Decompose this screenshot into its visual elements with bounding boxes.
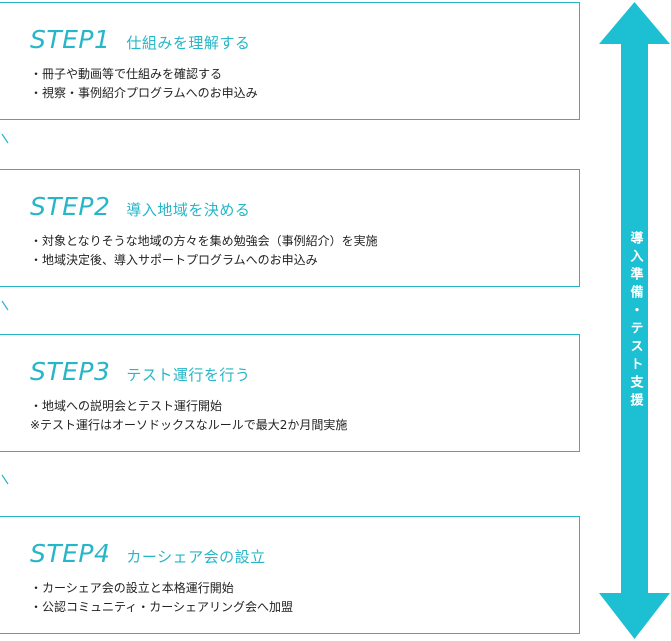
step-description: ・対象となりそうな地域の方々を集め勉強会（事例紹介）を実施 ・地域決定後、導入サ… [30, 232, 378, 270]
step-number: STEP4 [30, 539, 111, 568]
step-line: ・地域への説明会とテスト運行開始 [30, 399, 223, 413]
step-description: ・冊子や動画等で仕組みを確認する ・視察・事例紹介プログラムへのお申込み [30, 65, 258, 103]
step-title: テスト運行を行う [126, 366, 251, 384]
step-card-3: STEP3 テスト運行を行う ・地域への説明会とテスト運行開始 ※テスト運行はオ… [0, 334, 580, 452]
step-number: STEP3 [30, 357, 111, 386]
step-description: ・カーシェア会の設立と本格運行開始 ・公認コミュニティ・カーシェアリング会へ加盟 [30, 579, 293, 617]
step-line: ・地域決定後、導入サポートプログラムへのお申込み [30, 253, 318, 267]
chevron-connector-icon [1, 474, 9, 485]
step-number: STEP1 [30, 25, 111, 54]
step-card-1: STEP1 仕組みを理解する ・冊子や動画等で仕組みを確認する ・視察・事例紹介… [0, 2, 580, 120]
step-header: STEP1 仕組みを理解する [30, 25, 250, 54]
step-line: ※テスト運行はオーソドックスなルールで最大2か月間実施 [30, 418, 348, 432]
step-card-2: STEP2 導入地域を決める ・対象となりそうな地域の方々を集め勉強会（事例紹介… [0, 169, 580, 287]
step-number: STEP2 [30, 192, 111, 221]
step-title: カーシェア会の設立 [126, 548, 266, 566]
step-line: ・冊子や動画等で仕組みを確認する [30, 67, 223, 81]
double-arrow-icon [599, 2, 670, 639]
side-arrow-text: 導入準備・テスト支援 [627, 230, 643, 411]
chevron-connector-icon [1, 133, 9, 144]
step-line: ・カーシェア会の設立と本格運行開始 [30, 581, 234, 595]
side-arrow-label: 導入準備・テスト支援 [621, 0, 649, 641]
step-description: ・地域への説明会とテスト運行開始 ※テスト運行はオーソドックスなルールで最大2か… [30, 397, 347, 435]
step-line: ・視察・事例紹介プログラムへのお申込み [30, 86, 258, 100]
step-title: 導入地域を決める [126, 201, 251, 219]
step-header: STEP4 カーシェア会の設立 [30, 539, 266, 568]
step-header: STEP3 テスト運行を行う [30, 357, 250, 386]
step-line: ・対象となりそうな地域の方々を集め勉強会（事例紹介）を実施 [30, 234, 378, 248]
chevron-connector-icon [1, 300, 9, 311]
step-card-4: STEP4 カーシェア会の設立 ・カーシェア会の設立と本格運行開始 ・公認コミュ… [0, 516, 580, 634]
step-header: STEP2 導入地域を決める [30, 192, 250, 221]
step-line: ・公認コミュニティ・カーシェアリング会へ加盟 [30, 600, 294, 614]
step-title: 仕組みを理解する [126, 34, 251, 52]
